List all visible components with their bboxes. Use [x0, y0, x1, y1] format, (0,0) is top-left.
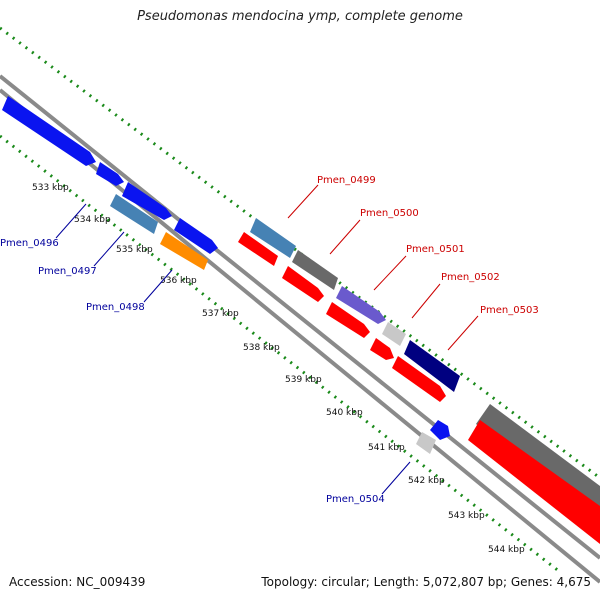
gene-arrow[interactable] [326, 302, 370, 338]
label-leaders [55, 184, 479, 495]
map-title: Pseudomonas mendocina ymp, complete geno… [137, 9, 463, 24]
gene-labels: Pmen_0499Pmen_0500Pmen_0501Pmen_0502Pmen… [0, 175, 539, 505]
kbp-tick-label: 536 kbp [160, 276, 197, 286]
gene-arrow[interactable] [110, 194, 158, 234]
accession-label: Accession: NC_009439 [9, 575, 146, 589]
gene-arrow[interactable] [282, 266, 324, 302]
kbp-tick-label: 541 kbp [368, 443, 405, 453]
kbp-tick-label: 540 kbp [326, 408, 363, 418]
gene-arrow[interactable] [430, 420, 450, 440]
gene-arrow[interactable] [416, 432, 436, 454]
gene-arrow[interactable] [336, 286, 386, 324]
kbp-tick-label: 539 kbp [285, 375, 322, 385]
gene-label-forward[interactable]: Pmen_0503 [480, 305, 539, 316]
backbone-outer [0, 74, 600, 560]
gene-arrow[interactable] [122, 182, 172, 220]
gene-arrow[interactable] [96, 162, 124, 186]
kbp-tick-label: 544 kbp [488, 545, 525, 555]
gene-label-reverse[interactable]: Pmen_0498 [86, 302, 145, 313]
gene-arrow[interactable] [382, 322, 406, 346]
gene-arrow[interactable] [160, 232, 208, 270]
kbp-tick-label: 538 kbp [243, 343, 280, 353]
gc-track-upper [0, 26, 600, 480]
kbp-tick-labels: 533 kbp 534 kbp 535 kbp 536 kbp 537 kbp 538 k… [32, 183, 525, 555]
kbp-tick-label: 543 kbp [448, 511, 485, 521]
gene-label-forward[interactable]: Pmen_0500 [360, 208, 419, 219]
kbp-tick-label: 542 kbp [408, 476, 445, 486]
gene-arrow[interactable] [174, 218, 218, 254]
gene-arrow[interactable] [292, 250, 338, 290]
gene-label-reverse[interactable]: Pmen_0497 [38, 266, 97, 277]
gene-label-forward[interactable]: Pmen_0499 [317, 175, 376, 186]
kbp-tick-label: 537 kbp [202, 309, 239, 319]
gene-arrow[interactable] [370, 338, 394, 360]
gene-arrow[interactable] [468, 420, 600, 544]
topology-label: Topology: circular; Length: 5,072,807 bp… [261, 575, 591, 589]
gene-arrow[interactable] [404, 340, 460, 392]
gene-label-reverse[interactable]: Pmen_0496 [0, 238, 59, 249]
gene-arrow[interactable] [392, 356, 446, 402]
kbp-tick-label: 535 kbp [116, 245, 153, 255]
gene-arrow[interactable] [2, 96, 96, 166]
gene-arrow[interactable] [238, 232, 278, 266]
gene-label-forward[interactable]: Pmen_0502 [441, 272, 500, 283]
kbp-tick-label: 533 kbp [32, 183, 69, 193]
kbp-tick-label: 534 kbp [74, 215, 111, 225]
gene-arrow[interactable] [250, 218, 296, 258]
gene-label-forward[interactable]: Pmen_0501 [406, 244, 465, 255]
gc-track-lower [0, 134, 561, 574]
gene-label-reverse[interactable]: Pmen_0504 [326, 494, 385, 505]
